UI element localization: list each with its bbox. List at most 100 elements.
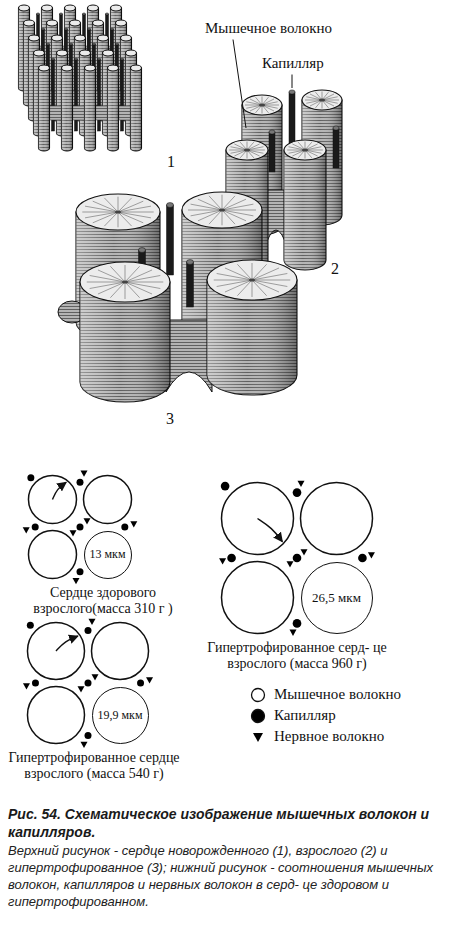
fiber-scheme: [219, 481, 375, 636]
muscle-fiber-circle: [301, 483, 373, 555]
capillary-top: [75, 58, 78, 60]
figure-caption: Рис. 54. Схематическое изображение мышеч…: [8, 806, 440, 911]
muscle-fiber-circle: [84, 475, 132, 523]
capillary-top: [52, 58, 55, 60]
legend-text: Нервное волокно: [274, 728, 384, 745]
capillary-top: [106, 13, 109, 15]
capillary-top: [42, 28, 45, 30]
muscle-fiber-top: [24, 20, 35, 26]
nerve-fiber-mark: [78, 686, 85, 692]
capillary-rod: [167, 205, 174, 275]
muscle-fiber-myofibril: [222, 210, 223, 225]
muscle-fiber-nucleus: [319, 98, 325, 101]
muscle-fiber-myofibril: [110, 266, 125, 282]
radius-arrow: [56, 636, 78, 651]
capillary-dot: [27, 622, 34, 629]
nerve-fiber-mark: [92, 674, 99, 680]
muscle-fiber-circle: [222, 483, 294, 555]
muscle-fiber-myofibril: [125, 275, 160, 282]
figure-caption-text: Верхний рисунок - сердце новорожденного …: [8, 843, 440, 911]
muscle-fiber-myofibril: [222, 210, 246, 221]
muscle-fiber-myofibril: [98, 270, 125, 282]
muscle-fiber: [284, 150, 326, 270]
muscle-fiber-top: [29, 35, 40, 41]
muscle-fiber-myofibril: [125, 270, 152, 282]
muscle-fiber-top: [19, 5, 30, 11]
muscle-fiber-top: [103, 50, 114, 56]
muscle-fiber-top: [131, 65, 142, 71]
radius-arrow: [52, 482, 66, 499]
capillary-top: [83, 13, 86, 15]
capillary-top: [333, 126, 339, 130]
capillary-dot: [85, 627, 92, 634]
nerve-fiber-mark: [287, 561, 294, 567]
muscle-fiber-myofibril: [82, 212, 118, 213]
muscle-fiber-circle: [27, 622, 84, 679]
muscle-fiber-top: [39, 65, 50, 71]
capillary-top: [187, 260, 194, 265]
legend-text: Капилляр: [274, 707, 336, 724]
capillary-dot: [32, 524, 39, 531]
muscle-fiber-myofibril: [217, 280, 252, 287]
muscle-fiber-top: [126, 50, 137, 56]
capillary-rod: [333, 128, 339, 168]
fiber-branch: [166, 320, 212, 392]
fiber-scheme: [23, 470, 138, 584]
muscle-fiber-myofibril: [198, 199, 222, 210]
muscle-fiber-nucleus: [302, 148, 308, 151]
capillary-top: [116, 43, 119, 45]
muscle-fiber-myofibril: [252, 280, 253, 297]
nerve-fiber-mark: [290, 630, 297, 636]
scheme-caption: Гипертрофированное серд- це взрослого (м…: [204, 640, 390, 672]
radius-arrow: [258, 519, 283, 542]
muscle-fiber-myofibril: [252, 280, 279, 292]
muscle-fiber-top: [121, 35, 132, 41]
fiber-diameter: 26,5 мкм: [312, 590, 361, 606]
nerve-fiber-mark: [84, 518, 91, 524]
muscle-fiber-myofibril: [118, 197, 119, 212]
muscle-fiber-top: [62, 65, 73, 71]
legend-entry: Мышечное волокно: [250, 684, 401, 705]
muscle-fiber-circle: [222, 562, 294, 634]
capillary-top: [98, 58, 101, 60]
muscle-fiber-top: [75, 35, 86, 41]
capillary-dot: [137, 680, 144, 687]
muscle-fiber-top: [98, 35, 109, 41]
muscle-fiber-shade: [62, 68, 73, 151]
muscle-fiber-top: [111, 5, 122, 11]
nerve-fiber-mark: [146, 677, 153, 683]
nerve-fiber-mark: [301, 549, 308, 555]
legend-swatch-circle: [252, 688, 265, 701]
muscle-fiber-nucleus: [249, 278, 255, 281]
muscle-fiber-circle: [28, 531, 76, 579]
capillary-dot: [358, 554, 367, 563]
capillary-rod: [187, 262, 194, 307]
capillary-top: [65, 28, 68, 30]
muscle-fiber-myofibril: [225, 268, 252, 280]
muscle-fiber-myofibril: [222, 195, 223, 210]
capillary-top: [167, 203, 174, 208]
fiber-diameter: 13 мкм: [90, 547, 126, 562]
capillary-dot: [32, 680, 39, 687]
muscle-fiber-myofibril: [85, 212, 118, 218]
figure-number: 3: [166, 410, 174, 428]
scheme-caption: Сердце здорового взрослого(масса 310 г ): [8, 585, 198, 617]
capillary-top: [47, 43, 50, 45]
muscle-fiber-top: [57, 50, 68, 56]
muscle-fiber-nucleus: [244, 148, 250, 151]
capillary-dot: [85, 680, 92, 687]
muscle-fiber-myofibril: [90, 282, 125, 289]
capillary-dot: [121, 524, 128, 531]
muscle-fiber-shade: [39, 68, 50, 151]
muscle-fiber-myofibril: [252, 280, 267, 296]
muscle-fiber-myofibril: [118, 212, 119, 227]
muscle-fiber: [131, 68, 142, 151]
leader-lines: [233, 40, 292, 129]
muscle-fiber-myofibril: [222, 199, 246, 210]
legend-text: Мышечное волокно: [274, 686, 401, 703]
muscle-fiber-myofibril: [222, 210, 256, 211]
muscle-fiber-myofibril: [118, 212, 132, 226]
muscle-fiber-myofibril: [252, 263, 253, 280]
muscle-fiber-nucleus: [122, 280, 128, 283]
legend-swatch-circle: [252, 709, 265, 722]
